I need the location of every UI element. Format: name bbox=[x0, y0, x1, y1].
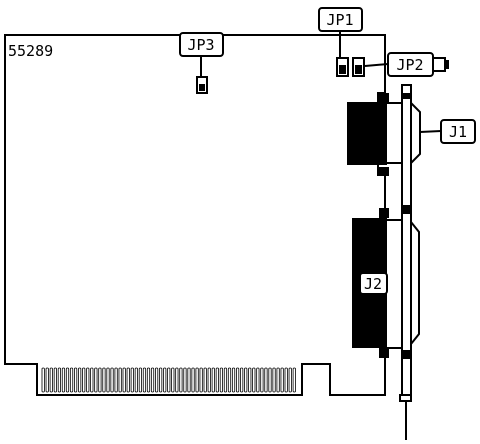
board-part-number: 55289 bbox=[8, 42, 53, 60]
edge-finger bbox=[207, 367, 211, 393]
edge-finger bbox=[130, 367, 134, 393]
edge-finger bbox=[106, 367, 110, 393]
edge-finger bbox=[227, 367, 232, 393]
edge-finger bbox=[90, 367, 94, 393]
jp3-label: JP3 bbox=[187, 36, 214, 54]
edge-finger bbox=[284, 367, 288, 393]
edge-finger bbox=[219, 367, 223, 393]
edge-finger bbox=[150, 367, 155, 393]
edge-finger bbox=[268, 367, 272, 393]
edge-finger bbox=[53, 367, 57, 393]
board-outline bbox=[4, 34, 386, 396]
edge-finger bbox=[199, 367, 203, 393]
edge-finger bbox=[94, 367, 98, 393]
edge-finger bbox=[142, 367, 147, 393]
edge-finger bbox=[231, 367, 236, 393]
jp1-callout: JP1 bbox=[318, 7, 363, 57]
edge-connector-fingers bbox=[41, 367, 296, 393]
edge-finger bbox=[183, 367, 187, 393]
edge-finger bbox=[114, 367, 118, 393]
edge-finger bbox=[102, 367, 106, 393]
edge-finger bbox=[98, 367, 102, 393]
edge-finger bbox=[65, 367, 70, 393]
edge-finger bbox=[248, 367, 252, 393]
edge-finger bbox=[223, 367, 228, 393]
edge-finger bbox=[175, 367, 179, 393]
edge-finger bbox=[159, 367, 163, 393]
edge-finger bbox=[167, 367, 171, 393]
edge-finger bbox=[179, 367, 183, 393]
edge-finger bbox=[86, 367, 90, 393]
edge-finger bbox=[187, 367, 191, 393]
j2-callout: J2 bbox=[359, 272, 388, 295]
j1-connector bbox=[347, 93, 421, 176]
edge-finger bbox=[126, 367, 130, 393]
edge-finger bbox=[235, 367, 240, 393]
jp1-label: JP1 bbox=[326, 11, 353, 29]
edge-finger bbox=[292, 367, 296, 393]
edge-finger bbox=[260, 367, 264, 393]
edge-finger bbox=[163, 367, 167, 393]
jp2-callout: JP2 bbox=[364, 52, 434, 77]
edge-finger bbox=[171, 367, 175, 393]
j1-label: J1 bbox=[449, 123, 467, 141]
edge-finger bbox=[49, 367, 53, 393]
edge-finger bbox=[69, 367, 74, 393]
j1-callout: J1 bbox=[419, 119, 476, 144]
edge-finger bbox=[276, 367, 280, 393]
edge-finger bbox=[61, 367, 66, 393]
edge-finger bbox=[272, 367, 276, 393]
edge-finger bbox=[45, 367, 49, 393]
edge-finger bbox=[191, 367, 195, 393]
j2-label: J2 bbox=[364, 275, 382, 293]
edge-finger bbox=[41, 367, 45, 393]
edge-finger bbox=[211, 367, 215, 393]
edge-finger bbox=[195, 367, 199, 393]
edge-finger bbox=[244, 367, 248, 393]
jp3-callout: JP3 bbox=[179, 32, 224, 77]
edge-finger bbox=[134, 367, 138, 393]
edge-finger bbox=[138, 367, 142, 393]
edge-finger bbox=[57, 367, 62, 393]
jp3-jumper bbox=[196, 76, 208, 94]
jp2-jumper bbox=[352, 57, 365, 77]
edge-finger bbox=[110, 367, 114, 393]
edge-finger bbox=[154, 367, 159, 393]
edge-finger bbox=[122, 367, 126, 393]
edge-finger bbox=[264, 367, 268, 393]
edge-finger bbox=[118, 367, 122, 393]
edge-finger bbox=[288, 367, 292, 393]
edge-finger bbox=[82, 367, 86, 393]
edge-finger bbox=[215, 367, 219, 393]
jp1-jumper bbox=[336, 57, 349, 77]
edge-finger bbox=[240, 367, 244, 393]
jp2-label: JP2 bbox=[396, 56, 423, 74]
edge-finger bbox=[146, 367, 151, 393]
edge-finger bbox=[256, 367, 260, 393]
edge-finger bbox=[280, 367, 284, 393]
edge-finger bbox=[78, 367, 82, 393]
edge-finger bbox=[203, 367, 207, 393]
edge-finger bbox=[252, 367, 256, 393]
edge-finger bbox=[74, 367, 78, 393]
